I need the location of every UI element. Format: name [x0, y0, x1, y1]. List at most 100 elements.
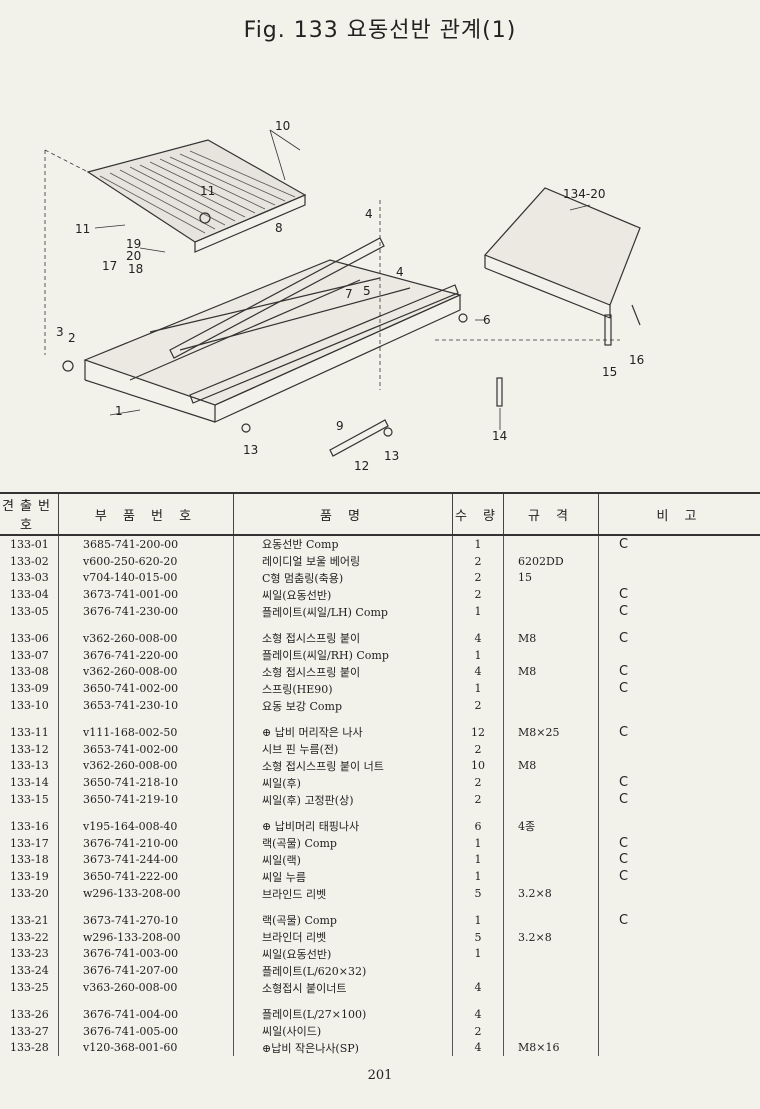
cell-qty: 12	[452, 713, 504, 741]
cell-part: 3650-741-002-00	[58, 680, 234, 698]
cell-name: ⊕ 납비머리 태핑나사	[233, 807, 453, 835]
cell-spec	[503, 851, 599, 869]
header-ref-no: 견출번호	[0, 492, 59, 536]
cell-note	[599, 1040, 760, 1057]
figure-title: Fig. 133 요동선반 관계(1)	[243, 18, 517, 43]
callout-4a: 4	[365, 207, 373, 221]
cell-no: 133-21	[0, 901, 59, 929]
cell-part: 3676-741-210-00	[58, 834, 234, 852]
cell-note: C	[619, 536, 629, 552]
cell-note	[599, 962, 760, 979]
cell-part: 3653-741-230-10	[58, 697, 234, 714]
cell-spec	[503, 586, 599, 604]
cell-qty: 2	[452, 774, 504, 792]
cell-note: C	[619, 775, 629, 791]
cell-qty: 5	[452, 885, 504, 902]
cell-part: 3676-741-230-00	[58, 603, 234, 620]
cell-part: 3685-741-200-00	[58, 535, 234, 553]
cell-qty: 5	[452, 928, 504, 946]
callout-13b: 13	[384, 449, 399, 463]
cell-qty: 4	[452, 663, 504, 681]
cell-part: v600-250-620-20	[58, 552, 234, 570]
cell-name: 시브 핀 누름(전)	[233, 740, 453, 758]
cell-note: C	[619, 835, 629, 851]
cell-note: C	[619, 630, 629, 646]
cell-part: 3650-741-218-10	[58, 774, 234, 792]
callout-18: 18	[128, 262, 143, 276]
cell-no: 133-18	[0, 851, 59, 869]
cell-qty: 2	[452, 1022, 504, 1040]
cell-spec	[503, 868, 599, 886]
cell-spec	[503, 646, 599, 664]
cell-no: 133-04	[0, 586, 59, 604]
cell-spec	[503, 962, 599, 980]
cell-no: 133-01	[0, 535, 59, 553]
table-header: 견출번호 부 품 번 호 품 명 수 량 규 격 비 고	[0, 492, 760, 536]
cell-part: v111-168-002-50	[58, 713, 234, 741]
callout-15: 15	[602, 365, 617, 379]
cell-part: 3673-741-270-10	[58, 901, 234, 929]
cell-qty: 1	[452, 646, 504, 664]
cell-spec	[503, 791, 599, 808]
cell-name: 씨일(요동선반)	[233, 945, 453, 963]
cell-note: C	[619, 604, 629, 620]
cell-spec: 3.2×8	[503, 885, 599, 902]
cell-note	[599, 741, 760, 758]
cell-spec	[503, 945, 599, 963]
cell-name: 랙(곡물) Comp	[233, 834, 453, 852]
main-frame	[83, 259, 462, 406]
cell-name: 요동선반 Comp	[233, 535, 453, 553]
cell-note	[599, 1023, 760, 1040]
rear-frame	[483, 187, 641, 306]
cell-name: 소형접시 붙이너트	[233, 979, 453, 996]
cell-no: 133-22	[0, 928, 59, 946]
cell-part: 3676-741-005-00	[58, 1022, 234, 1040]
callout-8: 8	[275, 221, 283, 235]
cell-no: 133-16	[0, 807, 59, 835]
cell-note: C	[619, 912, 629, 928]
cell-name: 요동 보강 Comp	[233, 697, 453, 714]
header-part-name: 품 명	[233, 492, 453, 536]
cell-no: 133-10	[0, 697, 59, 714]
cell-part: 3676-741-004-00	[58, 995, 234, 1023]
cell-part: 3676-741-207-00	[58, 962, 234, 980]
cell-qty: 10	[452, 757, 504, 775]
cell-no: 133-13	[0, 757, 59, 775]
cell-qty: 2	[452, 586, 504, 604]
cell-part: v363-260-008-00	[58, 979, 234, 996]
page-number: 201	[367, 1068, 393, 1083]
cell-note: C	[619, 724, 629, 740]
callout-9: 9	[336, 419, 344, 433]
cell-no: 133-11	[0, 713, 59, 741]
cell-qty: 6	[452, 807, 504, 835]
cell-no: 133-25	[0, 979, 59, 996]
header-qty: 수 량	[452, 492, 504, 536]
callout-1: 1	[115, 404, 123, 418]
cell-name: 씨일(요동선반)	[233, 586, 453, 604]
cell-part: v704-140-015-00	[58, 569, 234, 587]
cell-no: 133-05	[0, 603, 59, 620]
cell-spec	[503, 1022, 599, 1040]
cell-name: 브라인드 리벳	[233, 885, 453, 902]
cell-no: 133-28	[0, 1039, 59, 1057]
cell-part: 3673-741-001-00	[58, 586, 234, 604]
cell-name: 씨일(후)	[233, 774, 453, 792]
cell-name: 씨일(사이드)	[233, 1022, 453, 1040]
cell-spec	[503, 697, 599, 714]
cell-spec	[503, 603, 599, 620]
cell-spec	[503, 535, 599, 553]
cell-note	[599, 758, 760, 775]
cell-no: 133-02	[0, 552, 59, 570]
